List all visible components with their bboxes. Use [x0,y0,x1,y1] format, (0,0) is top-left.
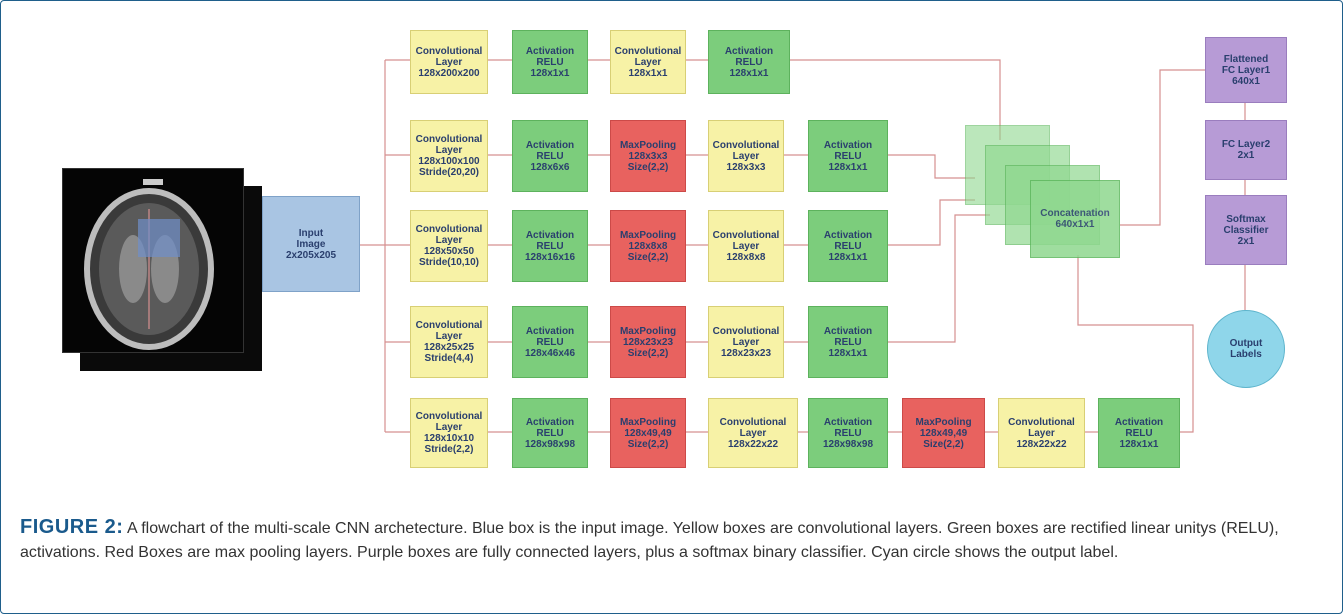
activation-row1-1: Activation RELU 128x1x1 [512,30,588,94]
conv-layer-row4-2: Convolutional Layer 128x23x23 [708,306,784,378]
activation-row2-1: Activation RELU 128x6x6 [512,120,588,192]
maxpool-row5-1: MaxPooling 128x49,49 Size(2,2) [610,398,686,468]
connector-lines [177,59,1246,433]
conv-layer-row1-1: Convolutional Layer 128x200x200 [410,30,488,94]
maxpool-row3-1: MaxPooling 128x8x8 Size(2,2) [610,210,686,282]
activation-row3-2: Activation RELU 128x1x1 [808,210,888,282]
mri-slice-front [62,168,244,353]
activation-row4-1: Activation RELU 128x46x46 [512,306,588,378]
output-labels-circle: Output Labels [1207,310,1285,388]
conv-layer-row2-1: Convolutional Layer 128x100x100 Stride(2… [410,120,488,192]
brain-scan-icon [84,179,214,350]
maxpool-row2-1: MaxPooling 128x3x3 Size(2,2) [610,120,686,192]
activation-row5-1: Activation RELU 128x98x98 [512,398,588,468]
softmax-classifier: Softmax Classifier 2x1 [1205,195,1287,265]
caption-text: A flowchart of the multi-scale CNN arche… [20,520,1279,561]
flattened-fc-layer1: Flattened FC Layer1 640x1 [1205,37,1287,103]
cnn-flowchart: Input Image 2x205x205 Convolutional Laye… [62,30,1287,468]
input-image-box: Input Image 2x205x205 [262,196,360,292]
conv-layer-row5-3: Convolutional Layer 128x22x22 [998,398,1085,468]
activation-row3-1: Activation RELU 128x16x16 [512,210,588,282]
conv-layer-row3-2: Convolutional Layer 128x8x8 [708,210,784,282]
conv-layer-row5-2: Convolutional Layer 128x22x22 [708,398,798,468]
figure-label: FIGURE 2: [20,516,124,538]
activation-row5-2: Activation RELU 128x98x98 [808,398,888,468]
activation-row2-2: Activation RELU 128x1x1 [808,120,888,192]
concatenation-box: Concatenation 640x1x1 [1030,180,1120,258]
figure-caption: FIGURE 2: A flowchart of the multi-scale… [20,515,1320,565]
mri-image-stack [62,168,262,371]
activation-row1-2: Activation RELU 128x1x1 [708,30,790,94]
conv-layer-row2-2: Convolutional Layer 128x3x3 [708,120,784,192]
maxpool-row5-2: MaxPooling 128x49,49 Size(2,2) [902,398,985,468]
conv-layer-row3-1: Convolutional Layer 128x50x50 Stride(10,… [410,210,488,282]
activation-row4-2: Activation RELU 128x1x1 [808,306,888,378]
conv-layer-row4-1: Convolutional Layer 128x25x25 Stride(4,4… [410,306,488,378]
maxpool-row4-1: MaxPooling 128x23x23 Size(2,2) [610,306,686,378]
conv-layer-row5-1: Convolutional Layer 128x10x10 Stride(2,2… [410,398,488,468]
activation-row5-3: Activation RELU 128x1x1 [1098,398,1180,468]
fc-layer2: FC Layer2 2x1 [1205,120,1287,180]
conv-layer-row1-2: Convolutional Layer 128x1x1 [610,30,686,94]
